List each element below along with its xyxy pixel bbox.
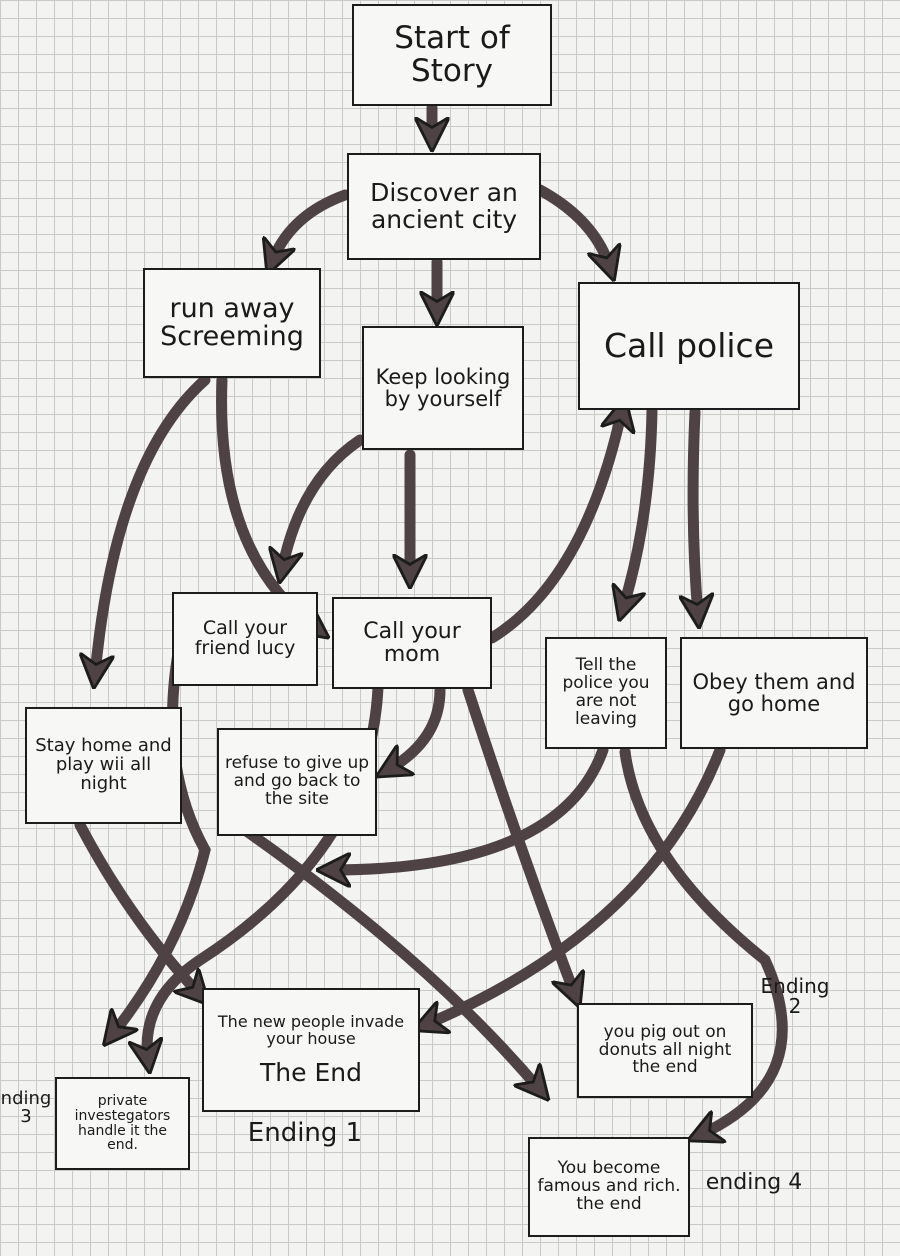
refuse-box: refuse to give up and go back to the sit… (217, 728, 377, 836)
call-friend-text: Call your friend lucy (194, 617, 296, 659)
arrow-discover-to-callpolice (534, 184, 610, 268)
arrow-tellpolice-to-famous (619, 746, 788, 1135)
stay-home-box: Stay home and play wii all night (25, 707, 182, 824)
arrow-friend-to-private (112, 626, 211, 1035)
call-friend-box: Call your friend lucy (172, 592, 318, 686)
new-people-text: The new people invade your house (217, 1012, 405, 1048)
obey-text: Obey them and go home (692, 669, 856, 716)
ending-3-label: nding 3 (0, 1088, 52, 1127)
arrow-discover-to-runaway (272, 189, 351, 262)
call-mom-box: Call your mom (332, 597, 492, 689)
arrow-runaway-to-stayhome (95, 374, 211, 675)
ending-4-label: ending 4 (705, 1170, 803, 1195)
call-mom-text: Call your mom (363, 618, 461, 667)
arrow-obey-to-newpeople (425, 744, 726, 1025)
pig-out-text: you pig out on donuts all night the end (598, 1021, 732, 1078)
keep-looking-text: Keep looking by yourself (375, 364, 511, 411)
famous-text: You become famous and rich. the end (537, 1158, 681, 1214)
arrow-mom-to-pigout (462, 684, 575, 995)
tell-police-text: Tell the police you are not leaving (562, 655, 650, 729)
ending-2-label: Ending 2 (760, 974, 830, 1018)
obey-box: Obey them and go home (680, 637, 868, 749)
tell-police-box: Tell the police you are not leaving (545, 637, 667, 749)
arrow-mom-to-refuse (388, 684, 446, 770)
pig-out-box: you pig out on donuts all night the end (577, 1003, 753, 1098)
private-investigators-text: private investegators handle it the end. (74, 1093, 171, 1154)
arrow-stayhome-to-newpeople (74, 819, 200, 995)
call-police-box: Call police (578, 282, 800, 410)
new-people-end-text: The End (260, 1057, 362, 1087)
arrow-callpolice-to-tellpolice (623, 404, 658, 608)
famous-box: You become famous and rich. the end (528, 1137, 690, 1237)
start-of-story-box: Start of Story (352, 4, 552, 106)
discover-text: Discover an ancient city (370, 178, 518, 234)
refuse-text: refuse to give up and go back to the sit… (224, 753, 370, 809)
call-police-text: Call police (603, 325, 774, 365)
arrow-mom-to-callpolice (486, 410, 622, 644)
arrow-keeplooking-to-friend (282, 434, 366, 570)
start-of-story-text: Start of Story (394, 20, 510, 89)
arrow-tellpolice-to-refuse (330, 744, 609, 870)
private-investigators-box: private investegators handle it the end. (55, 1077, 190, 1170)
arrow-callpolice-to-obey (693, 406, 698, 615)
ending-1-label: Ending 1 (247, 1118, 363, 1148)
new-people-box: The new people invade your house The End (202, 988, 420, 1112)
run-away-text: run away Screeming (160, 292, 304, 352)
arrow-refuse-to-famous (239, 824, 540, 1090)
discover-box: Discover an ancient city (347, 153, 541, 260)
run-away-box: run away Screeming (143, 268, 321, 378)
keep-looking-box: Keep looking by yourself (362, 326, 524, 450)
stay-home-text: Stay home and play wii all night (35, 735, 172, 794)
